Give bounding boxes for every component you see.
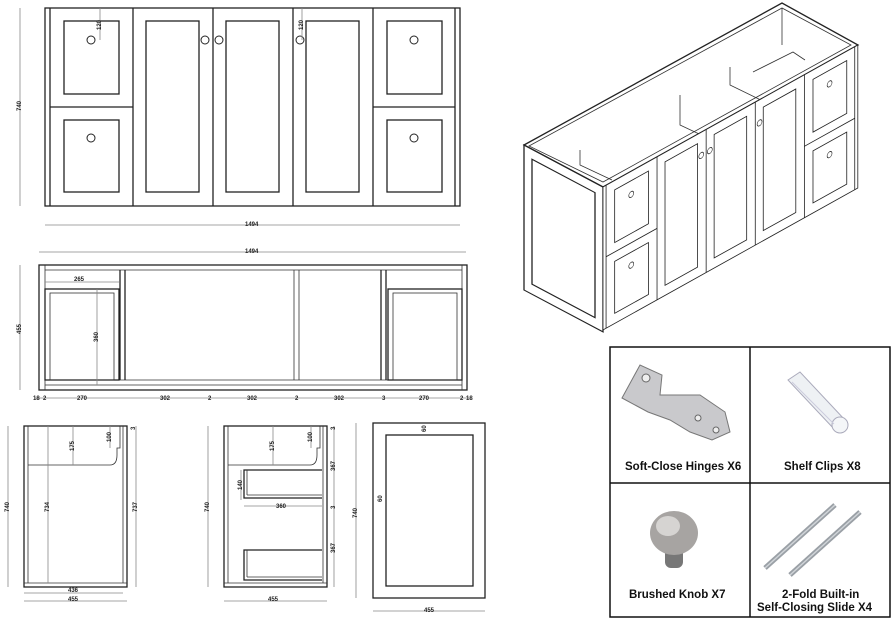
- dim-bottom: 3: [382, 396, 386, 402]
- dim-knob-offset: 120: [97, 19, 103, 30]
- door-panel: 60 60 740 455: [353, 422, 486, 614]
- dim-height: 740: [5, 501, 11, 512]
- hardware-label: Brushed Knob X7: [629, 589, 725, 601]
- front-elevation: 740 120 120 1494 1494: [17, 7, 466, 255]
- dim-367: 367: [331, 542, 337, 553]
- hardware-label: Soft-Close Hinges X6: [625, 461, 741, 473]
- hardware-label: Shelf Clips X8: [784, 461, 861, 473]
- dim-3: 3: [331, 505, 337, 509]
- dim-367: 367: [331, 460, 337, 471]
- hardware-panel: Soft-Close Hinges X6 Shelf Clips X8 Brus…: [609, 346, 891, 618]
- dim-bottom: 18: [466, 396, 473, 402]
- dim-width: 455: [68, 597, 79, 603]
- dim-bottom: 2: [295, 396, 299, 402]
- dim-drawer-depth: 360: [94, 331, 100, 342]
- dim-bottom: 2: [460, 396, 464, 402]
- hinge-icon: [621, 364, 731, 441]
- side-section-b: 175 100 140 360 3 367 3 367 740 455: [205, 425, 337, 603]
- dim-bottom: 18: [33, 396, 40, 402]
- dim-rail-top: 60: [422, 425, 428, 432]
- dim-175: 175: [270, 440, 276, 451]
- knob-icon: [650, 511, 698, 568]
- isometric-view: [522, 2, 860, 333]
- side-section-a: 734 175 100 3 737 740 436 455: [5, 425, 139, 603]
- dim-height: 740: [205, 501, 211, 512]
- dim-stile-left: 60: [378, 495, 384, 502]
- hardware-label: 2-Fold Built-in: [782, 589, 859, 601]
- shelf-clip-icon: [787, 371, 849, 434]
- dim-bottom: 2: [208, 396, 212, 402]
- dim-100: 100: [107, 431, 113, 442]
- dim-width: 455: [268, 597, 279, 603]
- dim-360: 360: [276, 504, 287, 510]
- dim-bottom: 302: [334, 396, 345, 402]
- dim-3: 3: [131, 426, 137, 430]
- dim-height: 740: [17, 100, 23, 111]
- dim-drawer-width: 265: [74, 277, 85, 283]
- dim-height: 740: [353, 507, 359, 518]
- dim-knob-offset: 120: [299, 19, 305, 30]
- dim-depth: 455: [17, 323, 23, 334]
- dim-175: 175: [70, 440, 76, 451]
- dim-bottom: 302: [160, 396, 171, 402]
- hardware-label: Self-Closing Slide X4: [757, 602, 873, 614]
- dim-bottom: 302: [247, 396, 258, 402]
- dim-width-overall: 1494: [245, 249, 259, 255]
- dim-width: 455: [424, 608, 435, 614]
- dim-734: 734: [45, 501, 51, 512]
- dim-140: 140: [238, 479, 244, 490]
- drawer-slide-icon: [763, 503, 862, 577]
- dim-inner-width: 436: [68, 588, 79, 594]
- dim-100: 100: [308, 431, 314, 442]
- dim-bottom: 270: [419, 396, 430, 402]
- dim-bottom: 2: [43, 396, 47, 402]
- dim-3: 3: [331, 426, 337, 430]
- dim-width: 1494: [245, 222, 259, 228]
- dim-bottom: 270: [77, 396, 88, 402]
- dim-737: 737: [133, 501, 139, 512]
- plan-view: 265 360 455 18 2 270 302 2 302 2 302 3 2…: [17, 264, 473, 402]
